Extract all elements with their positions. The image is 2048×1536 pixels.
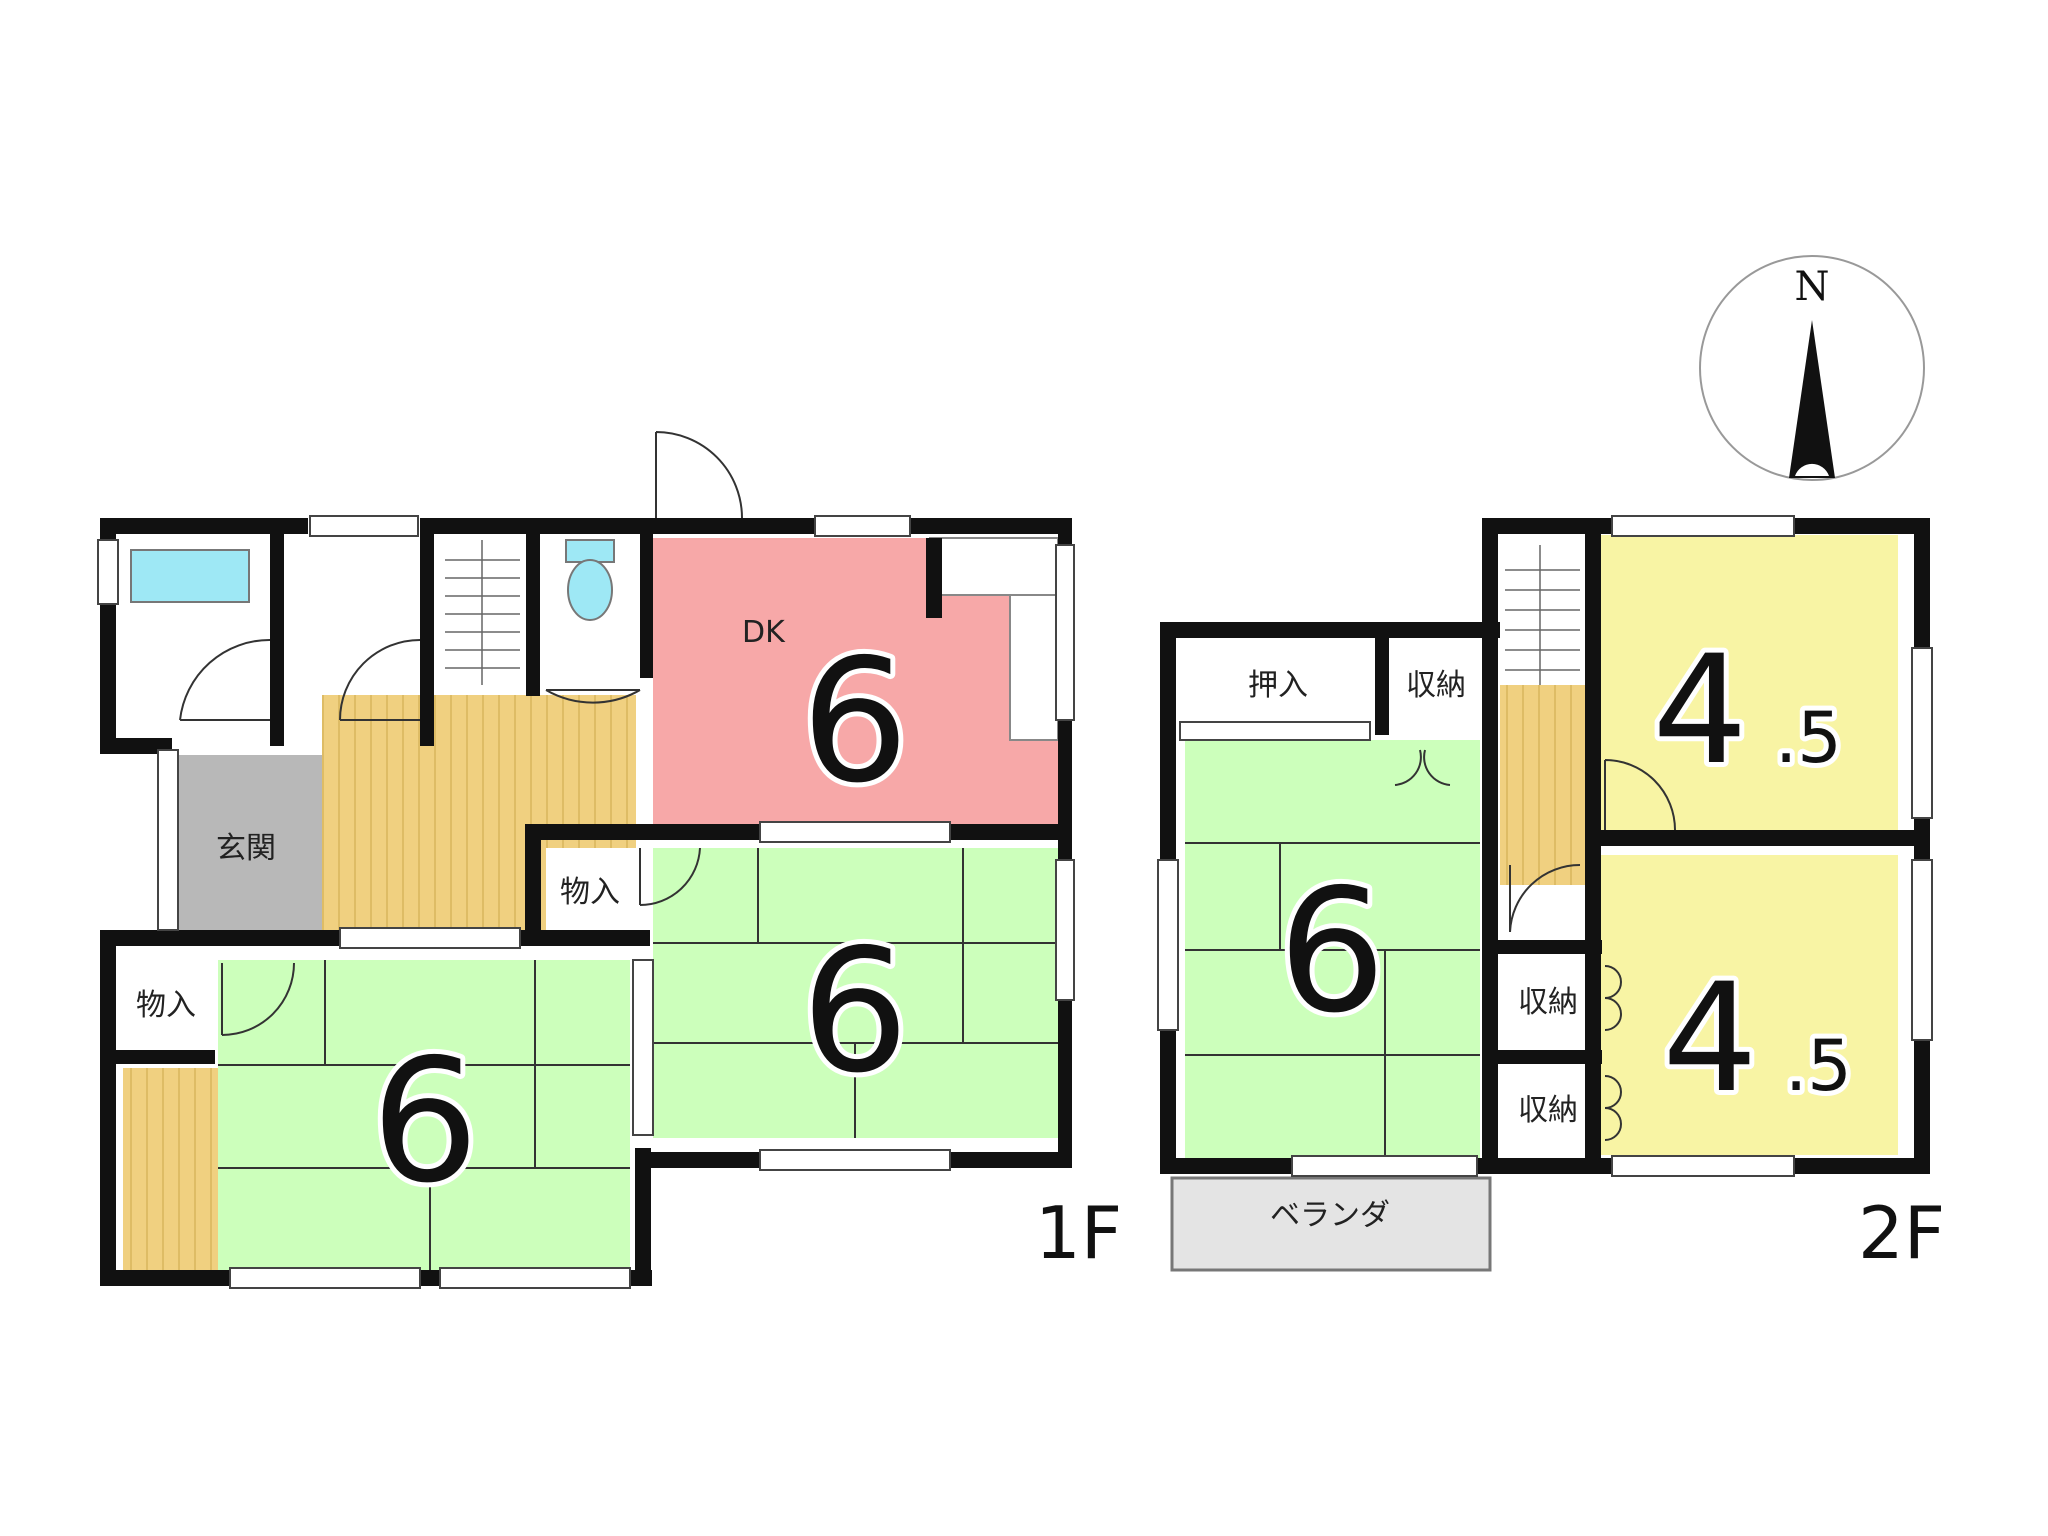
storage-left xyxy=(123,963,221,1043)
room-bottom xyxy=(218,960,630,1273)
tatami-lines xyxy=(218,848,1058,1273)
room-bottom-right-size: 4 .5 xyxy=(1657,947,1857,1131)
room-left-size: 6 xyxy=(1278,853,1386,1051)
entrance-label: 玄関 xyxy=(216,831,276,866)
oshiire xyxy=(1185,645,1375,725)
floor-1: DK 6 玄関 物入 6 物入 6 1F xyxy=(97,431,1122,1289)
left-wood-strip xyxy=(123,1068,218,1273)
room-center-size: 6 xyxy=(801,913,909,1111)
kitchen-sink xyxy=(1009,594,1059,741)
compass: N xyxy=(1699,255,1925,481)
north-arrow-base xyxy=(1795,463,1829,476)
bathtub xyxy=(130,549,250,603)
closet-top-label: 収納 xyxy=(1406,668,1466,703)
stairs-lines-1f xyxy=(445,540,520,685)
closet-right-lower xyxy=(1506,1068,1591,1158)
room-bottom-size: 6 xyxy=(371,1023,479,1221)
veranda-label: ベランダ xyxy=(1270,1198,1390,1233)
closet-right-lower-label: 収納 xyxy=(1518,1093,1578,1128)
doors-2f xyxy=(1394,749,1676,1141)
closet-right-upper-label: 収納 xyxy=(1518,985,1578,1020)
compass-north-label: N xyxy=(1795,264,1830,310)
room-top-right-size: 4 .5 xyxy=(1647,619,1847,803)
windows-2f xyxy=(1157,515,1933,1177)
floor2-label: 2F xyxy=(1858,1191,1945,1275)
toilet-fixture xyxy=(565,539,615,621)
storage-mid-label: 物入 xyxy=(560,875,620,910)
veranda xyxy=(1170,1176,1492,1272)
closet-right-upper xyxy=(1506,960,1591,1052)
north-arrow-icon xyxy=(1789,320,1835,478)
room-bottom-right xyxy=(1600,855,1898,1155)
storage-left-label: 物入 xyxy=(136,988,196,1023)
room-top-right-size-decimal: .5 xyxy=(1775,697,1842,779)
storage-mid xyxy=(546,848,638,930)
hallway-2f xyxy=(1500,685,1585,885)
room-top-right-size-main: 4 xyxy=(1652,624,1747,798)
stairs-2f xyxy=(1500,540,1585,685)
room-bottom-right-size-decimal: .5 xyxy=(1785,1025,1852,1107)
compass-ring xyxy=(1699,255,1925,481)
kitchen-counter xyxy=(929,537,1059,596)
entrance-area xyxy=(178,755,322,940)
dk-size: 6 xyxy=(801,623,909,821)
dk-room xyxy=(653,538,1058,835)
dk-label: DK xyxy=(742,615,786,650)
floor-2: 押入 収納 6 4 .5 4 .5 収納 収納 ベランダ 2F xyxy=(1157,515,1945,1275)
floor1-label: 1F xyxy=(1035,1191,1122,1275)
oshiire-label: 押入 xyxy=(1248,668,1308,703)
room-top-right xyxy=(1600,535,1898,830)
doors-1f xyxy=(179,431,743,1036)
tatami-lines-2f xyxy=(1185,842,1480,1158)
stairs-1f xyxy=(440,533,526,685)
windows-1f xyxy=(97,515,1075,1289)
stairs-lines-2f xyxy=(1505,545,1580,685)
room-bottom-right-size-main: 4 xyxy=(1662,952,1757,1126)
closet-top xyxy=(1390,645,1482,725)
